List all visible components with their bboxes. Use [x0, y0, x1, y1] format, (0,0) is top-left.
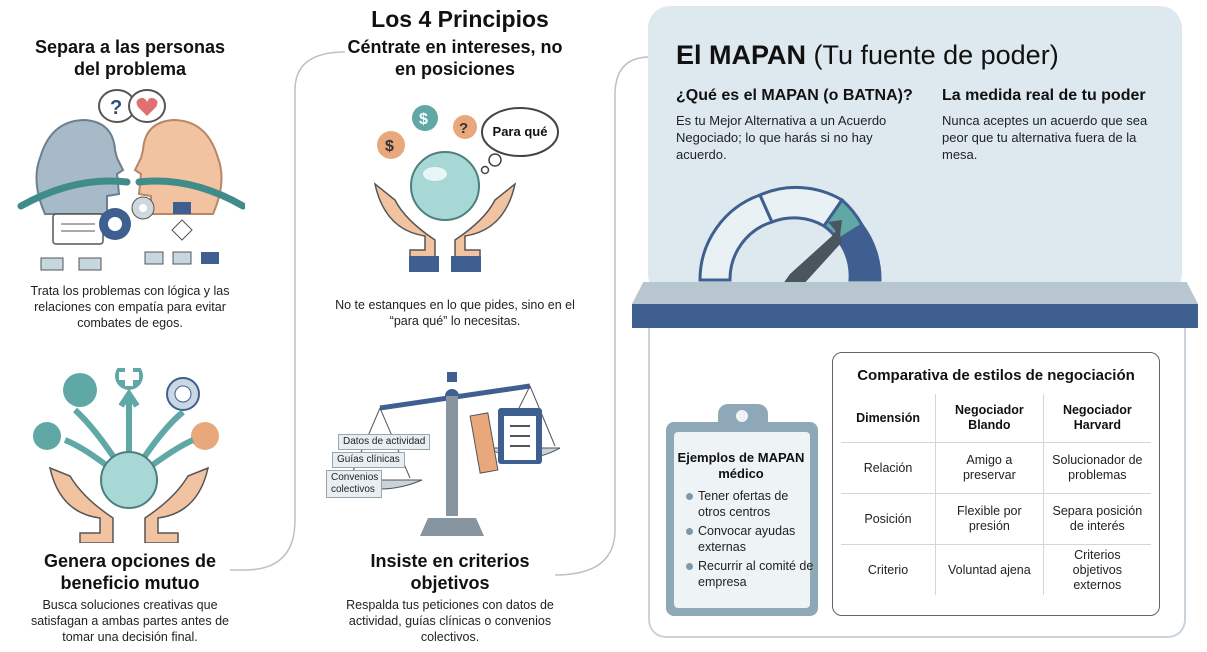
mutual-benefit-illustration — [33, 368, 219, 543]
table-row: Posición Flexible por presión Separa pos… — [841, 493, 1151, 545]
principle-4-body: Respalda tus peticiones con datos de act… — [346, 598, 554, 644]
principle-3-body: Busca soluciones creativas que satisfaga… — [30, 598, 230, 644]
table-cell: Solucionador de problemas — [1042, 442, 1151, 494]
example-item: Convocar ayudas externas — [686, 523, 818, 555]
power-gauge-icon — [698, 185, 882, 288]
mapan-q2-title: La medida real de tu poder — [942, 87, 1146, 104]
comparison-card: Comparativa de estilos de negociación Di… — [832, 352, 1160, 616]
table-cell: Separa posición de interés — [1042, 493, 1151, 545]
header-cell: Dimensión — [856, 410, 920, 425]
mapan-q2-body: Nunca aceptes un acuerdo que sea peor qu… — [942, 113, 1148, 162]
example-item: Tener ofertas de otros centros — [686, 488, 818, 520]
mapan-q1-body: Es tu Mejor Alternativa a un Acuerdo Neg… — [676, 113, 887, 162]
interests-illustration: $ ? $ — [373, 105, 559, 272]
principle-1-body: Trata los problemas con lógica y las rel… — [30, 284, 230, 330]
desk-edge — [632, 304, 1198, 328]
principle-3-title: Genera opciones de beneficio mutuo — [43, 551, 217, 593]
desk-top — [632, 282, 1198, 304]
table-cell: Criterio — [841, 544, 936, 595]
people-problem-illustration: ? — [17, 89, 245, 271]
principle-2-body: No te estanques en lo que pides, sino en… — [335, 298, 575, 328]
table-row: Criterio Voluntad ajena Criterios objeti… — [841, 544, 1151, 595]
para-que-bubble-text: Para qué — [492, 124, 548, 139]
principle-4-title: Insiste en criterios objetivos — [370, 551, 530, 593]
table-cell: Criterios objetivos externos — [1042, 544, 1151, 595]
principle-1-title: Separa a las personas del problema — [34, 37, 226, 79]
header-cell: Negociador Blando — [935, 394, 1044, 443]
clipboard-clip-hole — [736, 410, 748, 422]
svg-text:?: ? — [459, 120, 468, 137]
table-row: Relación Amigo a preservar Solucionador … — [841, 442, 1151, 494]
svg-text:$: $ — [419, 111, 428, 128]
comparison-title: Comparativa de estilos de negociación — [857, 367, 1135, 384]
svg-text:$: $ — [385, 138, 394, 155]
table-cell: Voluntad ajena — [935, 544, 1044, 595]
table-cell: Relación — [841, 442, 936, 494]
examples-title: Ejemplos de MAPAN médico — [677, 450, 805, 481]
header-cell: Negociador Harvard — [1042, 394, 1151, 443]
mapan-q1-title: ¿Qué es el MAPAN (o BATNA)? — [676, 87, 913, 104]
table-cell: Flexible por presión — [935, 493, 1044, 545]
clipboard-paper — [674, 432, 810, 608]
doc-tag-convenios: Convenios colectivos — [326, 470, 382, 498]
table-header-row: Dimensión Negociador Blando Negociador H… — [841, 394, 1151, 443]
page-title: Los 4 Principios — [371, 6, 549, 32]
comparison-table: Dimensión Negociador Blando Negociador H… — [841, 394, 1151, 595]
example-item: Recurrir al comité de empresa — [686, 558, 818, 590]
doc-tag-guias: Guías clínicas — [332, 452, 405, 468]
scale-illustration — [337, 372, 560, 536]
doc-tag-datos: Datos de actividad — [338, 434, 431, 450]
svg-text:?: ? — [110, 97, 122, 119]
table-cell: Posición — [841, 493, 936, 545]
mapan-title: El MAPAN (Tu fuente de poder) — [676, 40, 1059, 70]
principle-2-title: Céntrate en intereses, no en posiciones — [347, 37, 563, 79]
table-cell: Amigo a preservar — [935, 442, 1044, 494]
